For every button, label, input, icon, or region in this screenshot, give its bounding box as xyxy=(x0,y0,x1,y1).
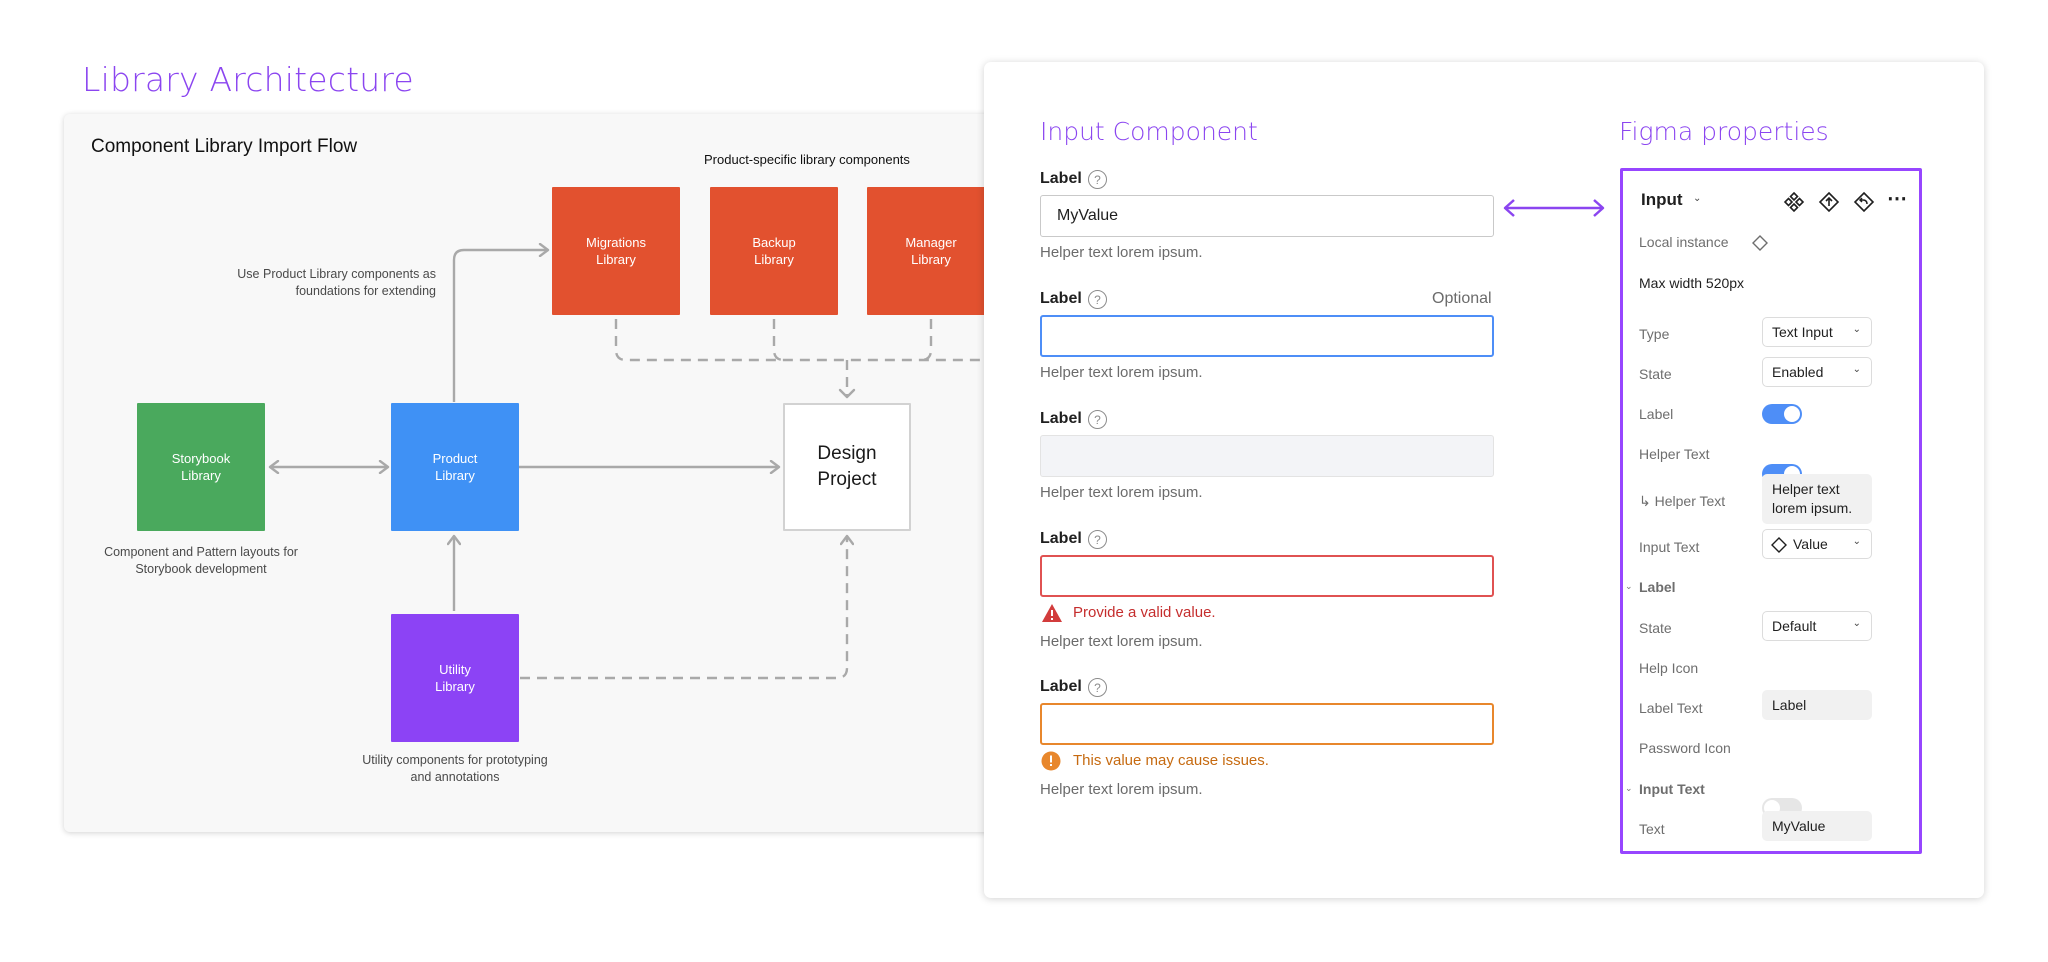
label-text-field[interactable]: Label xyxy=(1762,690,1872,720)
label-text-property-label: Label Text xyxy=(1639,700,1703,716)
chevron-down-icon[interactable]: ⌄ xyxy=(1625,581,1633,591)
help-icon[interactable]: ? xyxy=(1088,410,1107,429)
product-migrations-arrow xyxy=(452,250,548,402)
diagram-card: Component Library Import Flow Product-sp… xyxy=(64,114,1104,832)
help-icon-property-label: Help Icon xyxy=(1639,660,1699,676)
chevron-down-icon[interactable]: ⌄ xyxy=(1625,783,1633,793)
text-value-field[interactable]: MyValue xyxy=(1762,811,1872,841)
helper-text: Helper text lorem ipsum. xyxy=(1040,244,1203,261)
figma-properties-panel: Input ⌄ ⋯ Local instance Max width 520px… xyxy=(1620,168,1922,854)
chevron-down-icon: ⌄ xyxy=(1852,324,1861,335)
local-instance-label: Local instance xyxy=(1639,234,1729,250)
label-state-select[interactable]: Default ⌄ xyxy=(1762,611,1872,641)
helper-text-property-label: Helper Text xyxy=(1639,446,1710,462)
label-toggle[interactable] xyxy=(1762,404,1802,424)
helper-text: Helper text lorem ipsum. xyxy=(1040,484,1203,501)
design-project-box: Design Project xyxy=(783,403,911,531)
type-select-value: Text Input xyxy=(1772,324,1833,340)
chevron-down-icon: ⌄ xyxy=(1852,364,1861,375)
component-instance-icon[interactable] xyxy=(1783,191,1805,213)
help-icon[interactable]: ? xyxy=(1088,530,1107,549)
figma-properties-heading: Figma properties xyxy=(1619,117,1829,146)
label-property-label: Label xyxy=(1639,406,1674,422)
field-label: Label xyxy=(1040,530,1082,547)
enabled-input[interactable]: MyValue xyxy=(1040,195,1494,237)
chevron-down-icon: ⌄ xyxy=(1852,536,1861,547)
help-icon[interactable]: ? xyxy=(1088,290,1107,309)
diagram-title: Component Library Import Flow xyxy=(91,136,358,157)
state-select-value: Enabled xyxy=(1772,364,1824,380)
helper-text: Helper text lorem ipsum. xyxy=(1040,633,1203,650)
input-text-select[interactable]: Value ⌄ xyxy=(1762,529,1872,559)
help-icon[interactable]: ? xyxy=(1088,678,1107,697)
chevron-down-icon: ⌄ xyxy=(1852,618,1861,629)
state-select[interactable]: Enabled ⌄ xyxy=(1762,357,1872,387)
label-state-select-value: Default xyxy=(1772,618,1817,634)
utility-library-box: Utility Library xyxy=(391,614,519,742)
product-library-note: Use Product Library components as founda… xyxy=(237,267,436,298)
label-section-title[interactable]: Label xyxy=(1639,579,1676,595)
label-state-label: State xyxy=(1639,620,1672,636)
utility-design-dashed-arrow xyxy=(520,536,847,680)
error-warning-icon xyxy=(1042,604,1062,622)
warning-message: This value may cause issues. xyxy=(1073,752,1269,769)
migrations-library-box: Migrations Library xyxy=(552,187,680,315)
helper-text: Helper text lorem ipsum. xyxy=(1040,781,1203,798)
max-width-text: Max width 520px xyxy=(1639,275,1745,291)
password-icon-property-label: Password Icon xyxy=(1639,740,1731,756)
field-label: Label xyxy=(1040,678,1082,695)
field-props-link-arrow xyxy=(1503,199,1605,217)
more-options-icon[interactable]: ⋯ xyxy=(1887,188,1908,210)
helper-text-value-label: ↳ Helper Text xyxy=(1639,493,1726,509)
input-text-property-label: Input Text xyxy=(1639,539,1700,555)
input-text-select-value: Value xyxy=(1793,536,1828,552)
chevron-down-icon[interactable]: ⌄ xyxy=(1693,193,1702,204)
field-label: Label xyxy=(1040,410,1082,427)
error-input[interactable] xyxy=(1040,555,1494,597)
helper-text-value-field[interactable]: Helper text lorem ipsum. xyxy=(1762,474,1872,524)
input-component-heading: Input Component xyxy=(1040,117,1258,146)
helper-text: Helper text lorem ipsum. xyxy=(1040,364,1203,381)
input-text-section-title[interactable]: Input Text xyxy=(1639,781,1705,797)
go-to-main-component-icon[interactable] xyxy=(1818,191,1840,213)
focused-input[interactable] xyxy=(1040,315,1494,357)
product-library-box: Product Library xyxy=(391,403,519,531)
error-message: Provide a valid value. xyxy=(1073,604,1216,621)
state-property-label: State xyxy=(1639,366,1672,382)
page-title: Library Architecture xyxy=(82,60,414,99)
backup-library-box: Backup Library xyxy=(710,187,838,315)
diamond-icon xyxy=(1771,537,1787,553)
warning-exclamation-icon xyxy=(1041,751,1061,771)
field-label: Label xyxy=(1040,290,1082,307)
design-incoming-arrowhead xyxy=(838,388,856,399)
diamond-icon xyxy=(1752,235,1768,251)
manager-library-box: Manager Library xyxy=(867,187,995,315)
warning-input[interactable] xyxy=(1040,703,1494,745)
help-icon[interactable]: ? xyxy=(1088,170,1107,189)
product-specific-label: Product-specific library components xyxy=(704,152,910,167)
component-name[interactable]: Input xyxy=(1641,190,1683,209)
diagram-connectors xyxy=(64,114,1104,680)
storybook-library-note: Component and Pattern layouts for Storyb… xyxy=(104,545,298,576)
reset-instance-icon[interactable] xyxy=(1853,191,1875,213)
field-label: Label xyxy=(1040,170,1082,187)
text-property-label: Text xyxy=(1639,821,1665,837)
product-libs-dashed-connector xyxy=(614,319,1104,397)
optional-indicator: Optional xyxy=(1432,290,1492,307)
disabled-input xyxy=(1040,435,1494,477)
utility-library-note: Utility components for prototyping and a… xyxy=(362,753,548,784)
storybook-library-box: Storybook Library xyxy=(137,403,265,531)
type-select[interactable]: Text Input ⌄ xyxy=(1762,317,1872,347)
type-property-label: Type xyxy=(1639,326,1670,342)
